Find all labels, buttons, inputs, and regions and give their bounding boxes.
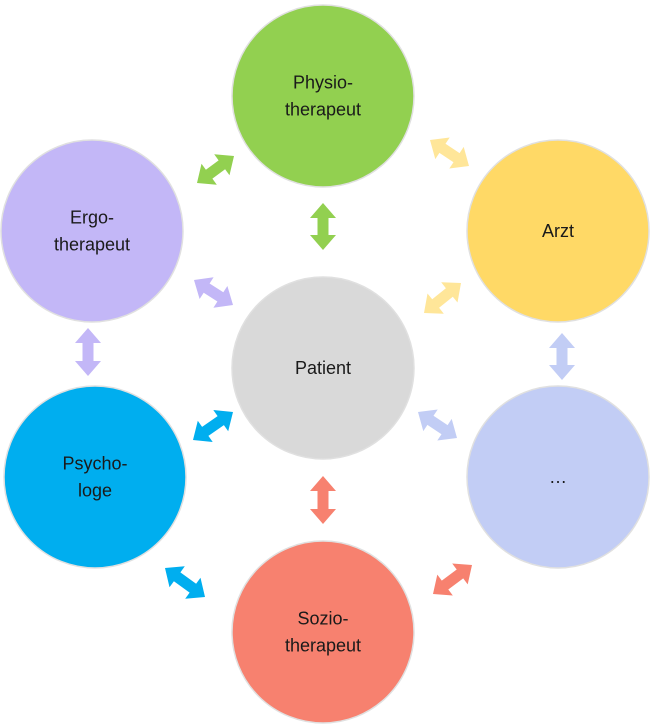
node-psycho: Psycho-loge — [3, 385, 187, 569]
node-physio: Physio-therapeut — [231, 4, 415, 188]
arrows-layer — [75, 137, 575, 599]
node-physio-circle — [231, 4, 415, 188]
arrow-psycho-patient-icon — [193, 410, 233, 442]
node-patient-circle — [231, 276, 415, 460]
node-arzt: Arzt — [466, 139, 650, 323]
arrow-ergo-psycho-icon — [75, 328, 101, 376]
node-physio-label-0: Physio- — [293, 73, 353, 93]
arrow-patient-sozio-icon — [310, 476, 336, 524]
arrow-more-sozio-icon — [433, 563, 472, 596]
arrow-arzt-more-icon — [549, 333, 575, 380]
node-more-label-0: … — [549, 467, 567, 487]
node-patient: Patient — [231, 276, 415, 460]
node-sozio-label-1: therapeut — [285, 636, 361, 656]
arrow-physio-patient-icon — [310, 203, 336, 250]
arrow-arzt-patient-icon — [424, 282, 461, 314]
node-ergo-circle — [0, 139, 184, 323]
node-ergo-label-0: Ergo- — [70, 208, 114, 228]
node-sozio: Sozio-therapeut — [231, 540, 415, 724]
node-sozio-label-0: Sozio- — [297, 609, 348, 629]
node-psycho-label-1: loge — [78, 481, 112, 501]
arrow-patient-more-icon — [418, 409, 457, 441]
arrow-psycho-sozio-icon — [165, 566, 205, 599]
node-more-circle — [466, 385, 650, 569]
node-psycho-circle — [3, 385, 187, 569]
node-sozio-circle — [231, 540, 415, 724]
node-ergo: Ergo-therapeut — [0, 139, 184, 323]
arrow-ergo-physio-icon — [197, 154, 234, 185]
node-psycho-label-0: Psycho- — [62, 454, 127, 474]
node-arzt-circle — [466, 139, 650, 323]
node-physio-label-1: therapeut — [285, 100, 361, 120]
node-patient-label-0: Patient — [295, 358, 351, 378]
node-ergo-label-1: therapeut — [54, 235, 130, 255]
arrow-physio-arzt-icon — [430, 137, 469, 169]
node-arzt-label-0: Arzt — [542, 221, 574, 241]
nodes-layer: Physio-therapeutArzt…Sozio-therapeutPsyc… — [0, 4, 650, 724]
node-more: … — [466, 385, 650, 569]
arrow-ergo-patient-icon — [194, 277, 233, 308]
